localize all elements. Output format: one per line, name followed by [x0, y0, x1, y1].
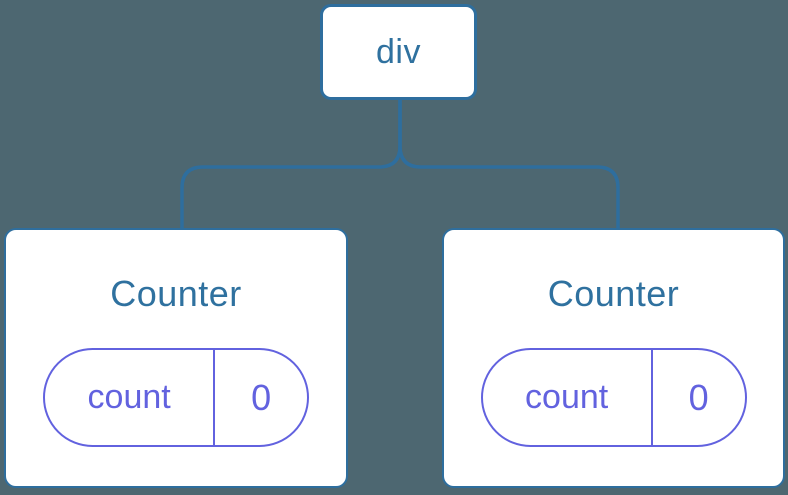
counter-node-label: Counter: [547, 273, 680, 314]
root-node: div: [320, 4, 477, 100]
root-node-label: div: [376, 32, 421, 71]
state-value: 0: [251, 376, 272, 418]
counter-node-left: Counter count 0: [4, 228, 348, 488]
state-pill: count 0: [480, 348, 747, 448]
state-value: 0: [688, 376, 709, 418]
connector-left: [180, 100, 402, 229]
state-key-label: count: [45, 350, 216, 446]
state-pill: count 0: [43, 348, 309, 448]
counter-node-right: Counter count 0: [442, 228, 785, 488]
counter-node-label: Counter: [110, 273, 242, 314]
state-key-label: count: [483, 350, 653, 446]
connector-right: [398, 100, 620, 229]
